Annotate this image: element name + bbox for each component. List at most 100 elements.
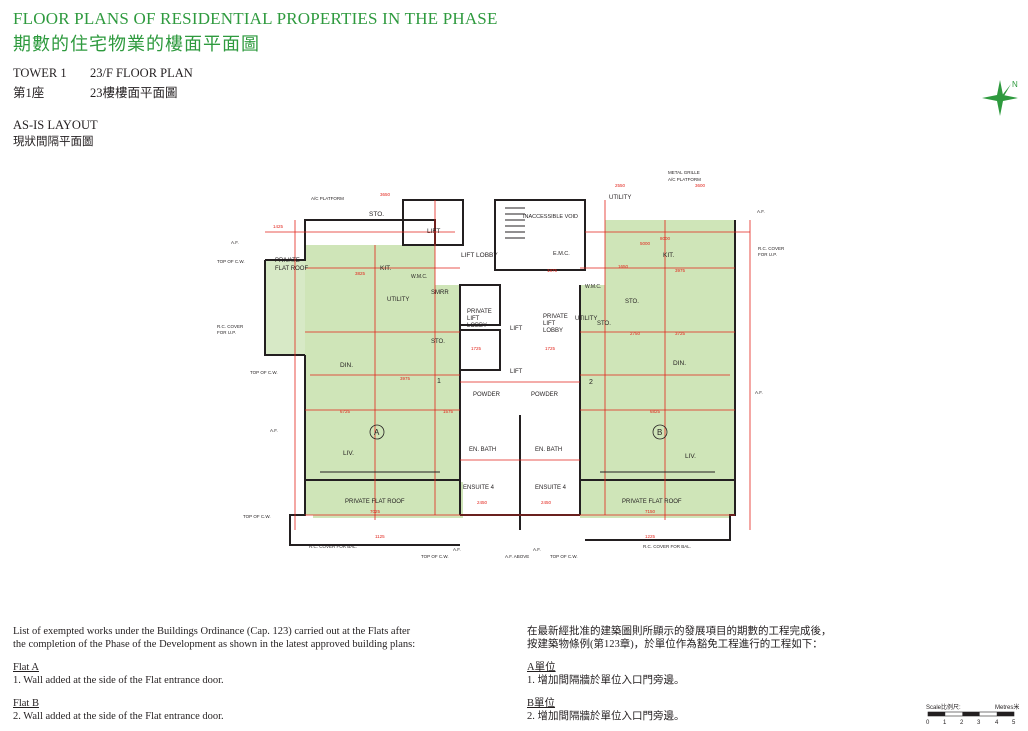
scale-label-left: Scale比例尺: — [926, 705, 961, 711]
dim-20: 2750 — [630, 331, 641, 336]
room-inaccessible-void: INACCESSIBLE VOID — [523, 214, 578, 220]
callout-rc-cover-right-2: FOR U.P. — [758, 252, 777, 257]
room-private-lift-lobby-b-2: LIFT — [543, 321, 556, 327]
scale-bar: 0 1 2 3 4 5 — [926, 711, 1016, 726]
callout-labels: A/C PLATFORM METAL GRILLE A/C PLATFORM A… — [217, 170, 785, 559]
room-private-lift-lobby-b-1: PRIVATE — [543, 314, 568, 320]
dim-15: 2450 — [477, 500, 488, 505]
callout-rc-cover-bal-right: R.C. COVER FOR BAL. — [643, 544, 691, 549]
dim-7: 3975 — [675, 268, 686, 273]
dim-9: 6725 — [340, 409, 351, 414]
dim-1: 3650 — [380, 192, 391, 197]
dim-10: 6825 — [650, 409, 661, 414]
room-en-bath-a: EN. BATH — [469, 447, 496, 453]
callout-af-bottom-2: A.F. — [533, 547, 541, 552]
flat-a-fill — [265, 245, 460, 515]
callout-metal-grille: METAL GRILLE — [668, 170, 700, 175]
callout-rc-cover-right-1: R.C. COVER — [758, 246, 785, 251]
room-en-bath-b: EN. BATH — [535, 447, 562, 453]
dim-18: 1725 — [545, 346, 556, 351]
callout-rc-cover-left-2: FOR U.P. — [217, 330, 236, 335]
room-lift-mid: LIFT — [510, 326, 523, 332]
marker-1: 1 — [437, 378, 441, 385]
flat-b-heading-en: Flat B — [13, 698, 39, 709]
dim-11: 1875 — [547, 268, 558, 273]
dim-21: 1125 — [375, 534, 385, 539]
callout-rc-cover-left-1: R.C. COVER — [217, 324, 244, 329]
room-smrr: SMRR — [431, 290, 449, 296]
room-powder-b: POWDER — [531, 392, 559, 398]
flat-b-heading-zh: B單位 — [527, 698, 556, 709]
callout-top-cw-left-2: TOP OF C.W. — [250, 370, 278, 375]
flat-b-item-zh: 2. 增加間隔牆於單位入口門旁邊。 — [527, 711, 685, 722]
flat-a-item-zh: 1. 增加間隔牆於單位入口門旁邊。 — [527, 675, 685, 686]
notes-intro-zh-2: 按建築物條例(第123章)，於單位作為豁免工程進行的工程如下： — [527, 639, 823, 650]
callout-top-cw-left-3: TOP OF C.W. — [243, 514, 271, 519]
dim-4: 3600 — [695, 183, 706, 188]
flat-b-item-en: 2. Wall added at the side of the Flat en… — [13, 711, 224, 722]
room-kit-b: KIT. — [663, 252, 674, 259]
marker-2: 2 — [589, 379, 593, 386]
dim-8: 3725 — [675, 331, 686, 336]
room-labels: STO. LIFT INACCESSIBLE VOID E.M.C. UTILI… — [275, 195, 696, 505]
dim-5: 1425 — [273, 224, 284, 229]
flat-b-fill — [580, 220, 735, 515]
callout-af-above: A.F. ABOVE — [505, 554, 529, 559]
callout-af-right-mid: A.F. — [755, 390, 763, 395]
callout-af-bottom-1: A.F. — [453, 547, 461, 552]
notes-zh: 在最新經批准的建築圖則所顯示的發展項目的期數的工程完成後， 按建築物條例(第12… — [527, 625, 887, 723]
scale-tick-0: 0 — [926, 720, 930, 726]
compass-n-label: N — [1012, 80, 1018, 89]
room-sto-a: STO. — [431, 339, 445, 345]
dim-17: 1725 — [471, 346, 482, 351]
dimension-labels: 3650 3975 2550 3600 1425 3825 3975 3725 … — [273, 183, 706, 539]
dim-22: 1225 — [645, 534, 656, 539]
room-liv-a: LIV. — [343, 450, 354, 457]
floor-label-zh: 23樓樓面平面圖 — [90, 86, 178, 100]
room-utility-b: UTILITY — [575, 316, 597, 322]
flat-a-heading-zh: A單位 — [527, 662, 556, 673]
room-din-a: DIN. — [340, 362, 353, 369]
dim-23: 5000 — [640, 241, 651, 246]
room-din-b: DIN. — [673, 360, 686, 367]
callout-af-left-top: A.F. — [231, 240, 239, 245]
room-ensuite-a: ENSUITE 4 — [463, 485, 495, 491]
dim-24: 8000 — [660, 236, 671, 241]
dim-19: 1650 — [618, 264, 629, 269]
callout-rc-cover-bal-left: R.C. COVER FOR BAL. — [309, 544, 357, 549]
room-wmc-a: W.M.C. — [411, 274, 427, 280]
room-private-lift-lobby-a-2: LIFT — [467, 316, 480, 322]
room-liv-b: LIV. — [685, 453, 696, 460]
layout-label-en: AS-IS LAYOUT — [13, 118, 98, 132]
room-lift-lobby: LIFT LOBBY — [461, 252, 498, 259]
notes-intro-en-2: the completion of the Phase of the Devel… — [13, 639, 416, 650]
dimension-lines — [265, 200, 751, 530]
layout-label-zh: 現狀間隔平面圖 — [13, 136, 94, 148]
dim-3: 2550 — [615, 183, 626, 188]
callout-top-cw-bottom-2: TOP OF C.W. — [550, 554, 578, 559]
scale-tick-3: 3 — [977, 720, 981, 726]
room-sto-b2: STO. — [597, 321, 611, 327]
callout-af-left-mid: A.F. — [270, 428, 278, 433]
room-powder-a: POWDER — [473, 392, 501, 398]
notes-intro-zh-1: 在最新經批准的建築圖則所顯示的發展項目的期數的工程完成後， — [527, 626, 832, 637]
flat-b-label: B — [657, 428, 662, 437]
flat-a-label: A — [374, 428, 380, 437]
room-emc: E.M.C. — [553, 251, 570, 257]
scale-tick-2: 2 — [960, 720, 964, 726]
dim-2: 3975 — [400, 376, 411, 381]
scale-tick-4: 4 — [995, 720, 999, 726]
floor-plan-drawing: STO. LIFT INACCESSIBLE VOID E.M.C. UTILI… — [217, 170, 785, 559]
scale-label-right: Metres米 — [995, 705, 1020, 711]
scale-tick-5: 5 — [1012, 720, 1016, 726]
dim-16: 2450 — [541, 500, 552, 505]
room-private-roof-a: PRIVATE FLAT ROOF — [345, 499, 405, 505]
stair-hatch — [505, 207, 525, 239]
room-private-roof-left-2: FLAT ROOF — [275, 266, 308, 272]
tower-label-zh: 第1座 — [13, 86, 45, 100]
room-sto-left: STO. — [369, 211, 384, 218]
room-wmc-b: W.M.C. — [585, 284, 601, 290]
callout-ac-platform-left: A/C PLATFORM — [311, 196, 344, 201]
room-lift-top: LIFT — [427, 228, 440, 235]
room-ensuite-b: ENSUITE 4 — [535, 485, 567, 491]
